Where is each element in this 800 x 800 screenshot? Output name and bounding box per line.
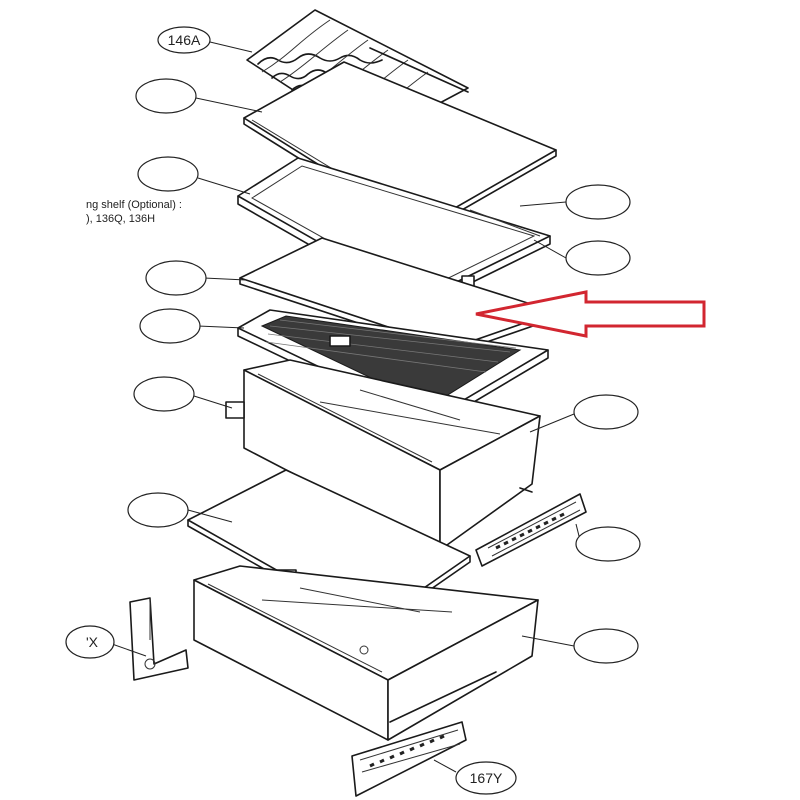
note-line-2: ), 136Q, 136H <box>86 213 155 225</box>
callout-blank-6 <box>127 492 189 528</box>
callout-bracket-left <box>65 625 115 659</box>
callout-blank-2 <box>137 156 199 192</box>
callout-blank-right-4 <box>575 526 641 562</box>
callout-bubbles: 146A 'X 167Y <box>65 26 641 795</box>
callout-blank-4 <box>139 308 201 344</box>
rail-right-upper <box>475 493 587 567</box>
note-line-1: ng shelf (Optional) : <box>86 199 182 211</box>
callout-blank-1 <box>135 78 197 114</box>
callout-blank-right-1 <box>565 184 631 220</box>
crisper-cover <box>237 309 549 429</box>
callout-wine-rack <box>157 26 211 54</box>
bracket-left <box>129 597 189 681</box>
callout-blank-right-5 <box>573 628 639 664</box>
callout-wine-rack-label: 146A <box>168 32 201 48</box>
callout-blank-3 <box>145 260 207 296</box>
callout-blank-5 <box>133 376 195 412</box>
indicator-arrow <box>475 290 706 338</box>
callout-rail-bottom-label: 167Y <box>470 770 503 786</box>
callout-blank-right-2 <box>565 240 631 276</box>
callout-blank-right-3 <box>573 394 639 430</box>
lower-drawer <box>193 565 539 741</box>
rail-bottom <box>351 721 467 797</box>
callout-bracket-left-label: 'X <box>86 634 99 650</box>
leader-lines <box>111 41 581 773</box>
upper-drawer <box>225 359 541 551</box>
callout-rail-bottom <box>455 761 517 795</box>
